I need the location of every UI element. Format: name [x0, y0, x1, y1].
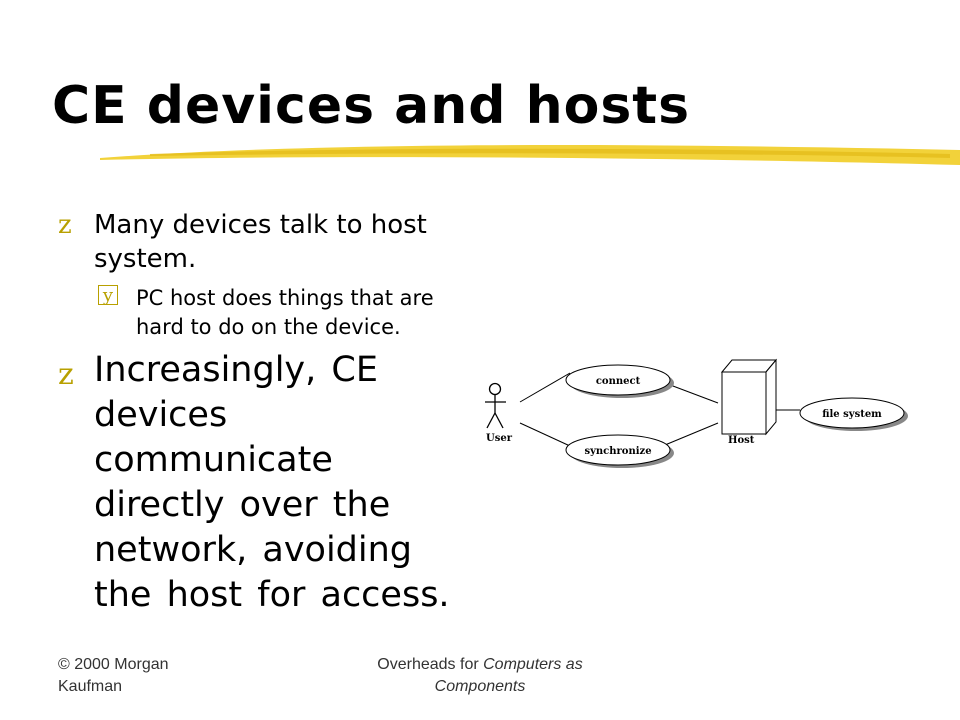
synchronize-use-case: synchronize: [565, 434, 674, 468]
actor-label: User: [486, 433, 513, 444]
use-case-label: file system: [822, 409, 882, 420]
footer-course: Overheads for Computers as Components: [340, 654, 620, 698]
connect-use-case: connect: [565, 364, 674, 398]
bullet-item: z Increasingly, CE devices communicate d…: [58, 348, 478, 618]
footer-copyright: © 2000 Morgan Kaufman: [58, 656, 169, 695]
bullet-text: Increasingly, CE devices communicate dir…: [94, 350, 450, 615]
user-actor-icon: [485, 382, 506, 429]
use-case-label: connect: [596, 376, 641, 387]
sub-bullet-marker-icon: y: [98, 285, 118, 306]
bullet-marker-icon: z: [58, 357, 74, 392]
title-underline-swoosh: [100, 145, 960, 165]
bullet-marker-icon: z: [58, 210, 72, 240]
footer-course-prefix: Overheads for: [377, 656, 484, 673]
bullet-list: z Many devices talk to host system. y PC…: [58, 208, 478, 618]
sub-bullet-text: PC host does things that are hard to do …: [136, 286, 434, 339]
sub-bullet-item: y PC host does things that are hard to d…: [58, 284, 478, 342]
bullet-item: z Many devices talk to host system.: [58, 208, 478, 276]
footer-course-title: Computers as Components: [434, 656, 583, 695]
host-node-icon: [720, 358, 778, 436]
file-system-use-case: file system: [799, 397, 908, 431]
use-case-label: synchronize: [584, 446, 651, 457]
bullet-text: Many devices talk to host system.: [94, 210, 427, 274]
slide-title: CE devices and hosts: [52, 76, 691, 136]
host-label: Host: [728, 435, 755, 446]
association-lines: [519, 372, 800, 447]
